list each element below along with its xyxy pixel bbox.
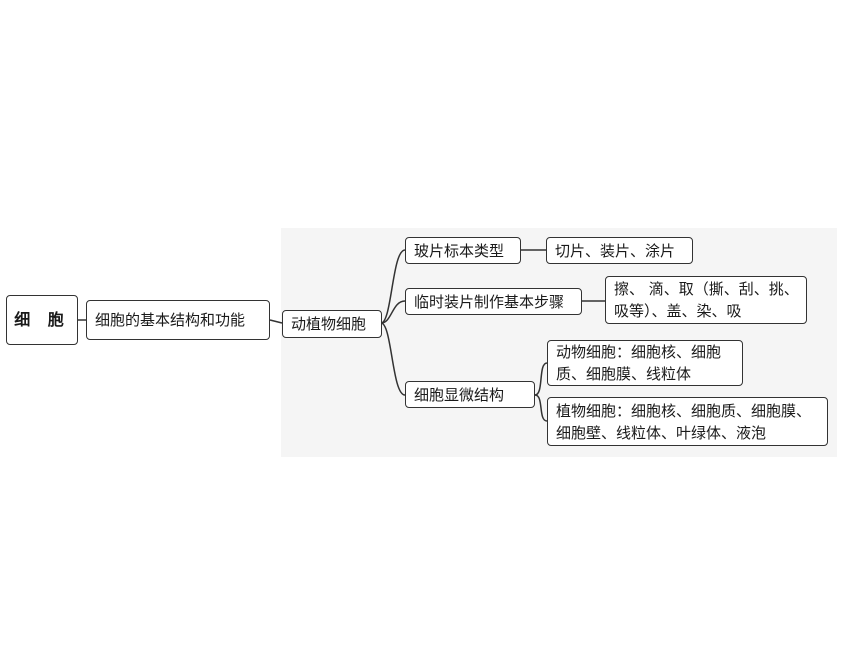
level2-node: 动植物细胞: [282, 310, 382, 338]
detail-mount-steps-line-2: 吸等）、盖、染、吸: [614, 302, 742, 320]
branch-microstructure: 细胞显微结构: [405, 381, 535, 408]
branch-mount-steps: 临时装片制作基本步骤: [405, 288, 582, 315]
animal-cell-line-2: 质、细胞膜、线粒体: [556, 365, 692, 383]
level1-node: 细胞的基本结构和功能: [86, 300, 270, 340]
branch-slide-types: 玻片标本类型: [405, 237, 521, 264]
plant-cell-node: 植物细胞：细胞核、细胞质、细胞膜、 细胞壁、线粒体、叶绿体、液泡: [547, 397, 828, 446]
plant-cell-line-1: 植物细胞：细胞核、细胞质、细胞膜、: [556, 401, 812, 420]
detail-mount-steps-line-1: 擦、 滴、取（撕、刮、挑、: [614, 280, 799, 298]
animal-cell-node: 动物细胞：细胞核、细胞 质、细胞膜、线粒体: [547, 340, 743, 386]
plant-cell-line-2: 细胞壁、线粒体、叶绿体、液泡: [556, 423, 767, 442]
detail-slide-types: 切片、装片、涂片: [546, 237, 693, 264]
animal-cell-line-1: 动物细胞：细胞核、细胞: [556, 343, 722, 361]
root-node: 细 胞: [6, 295, 78, 345]
detail-mount-steps: 擦、 滴、取（撕、刮、挑、 吸等）、盖、染、吸: [605, 276, 807, 324]
